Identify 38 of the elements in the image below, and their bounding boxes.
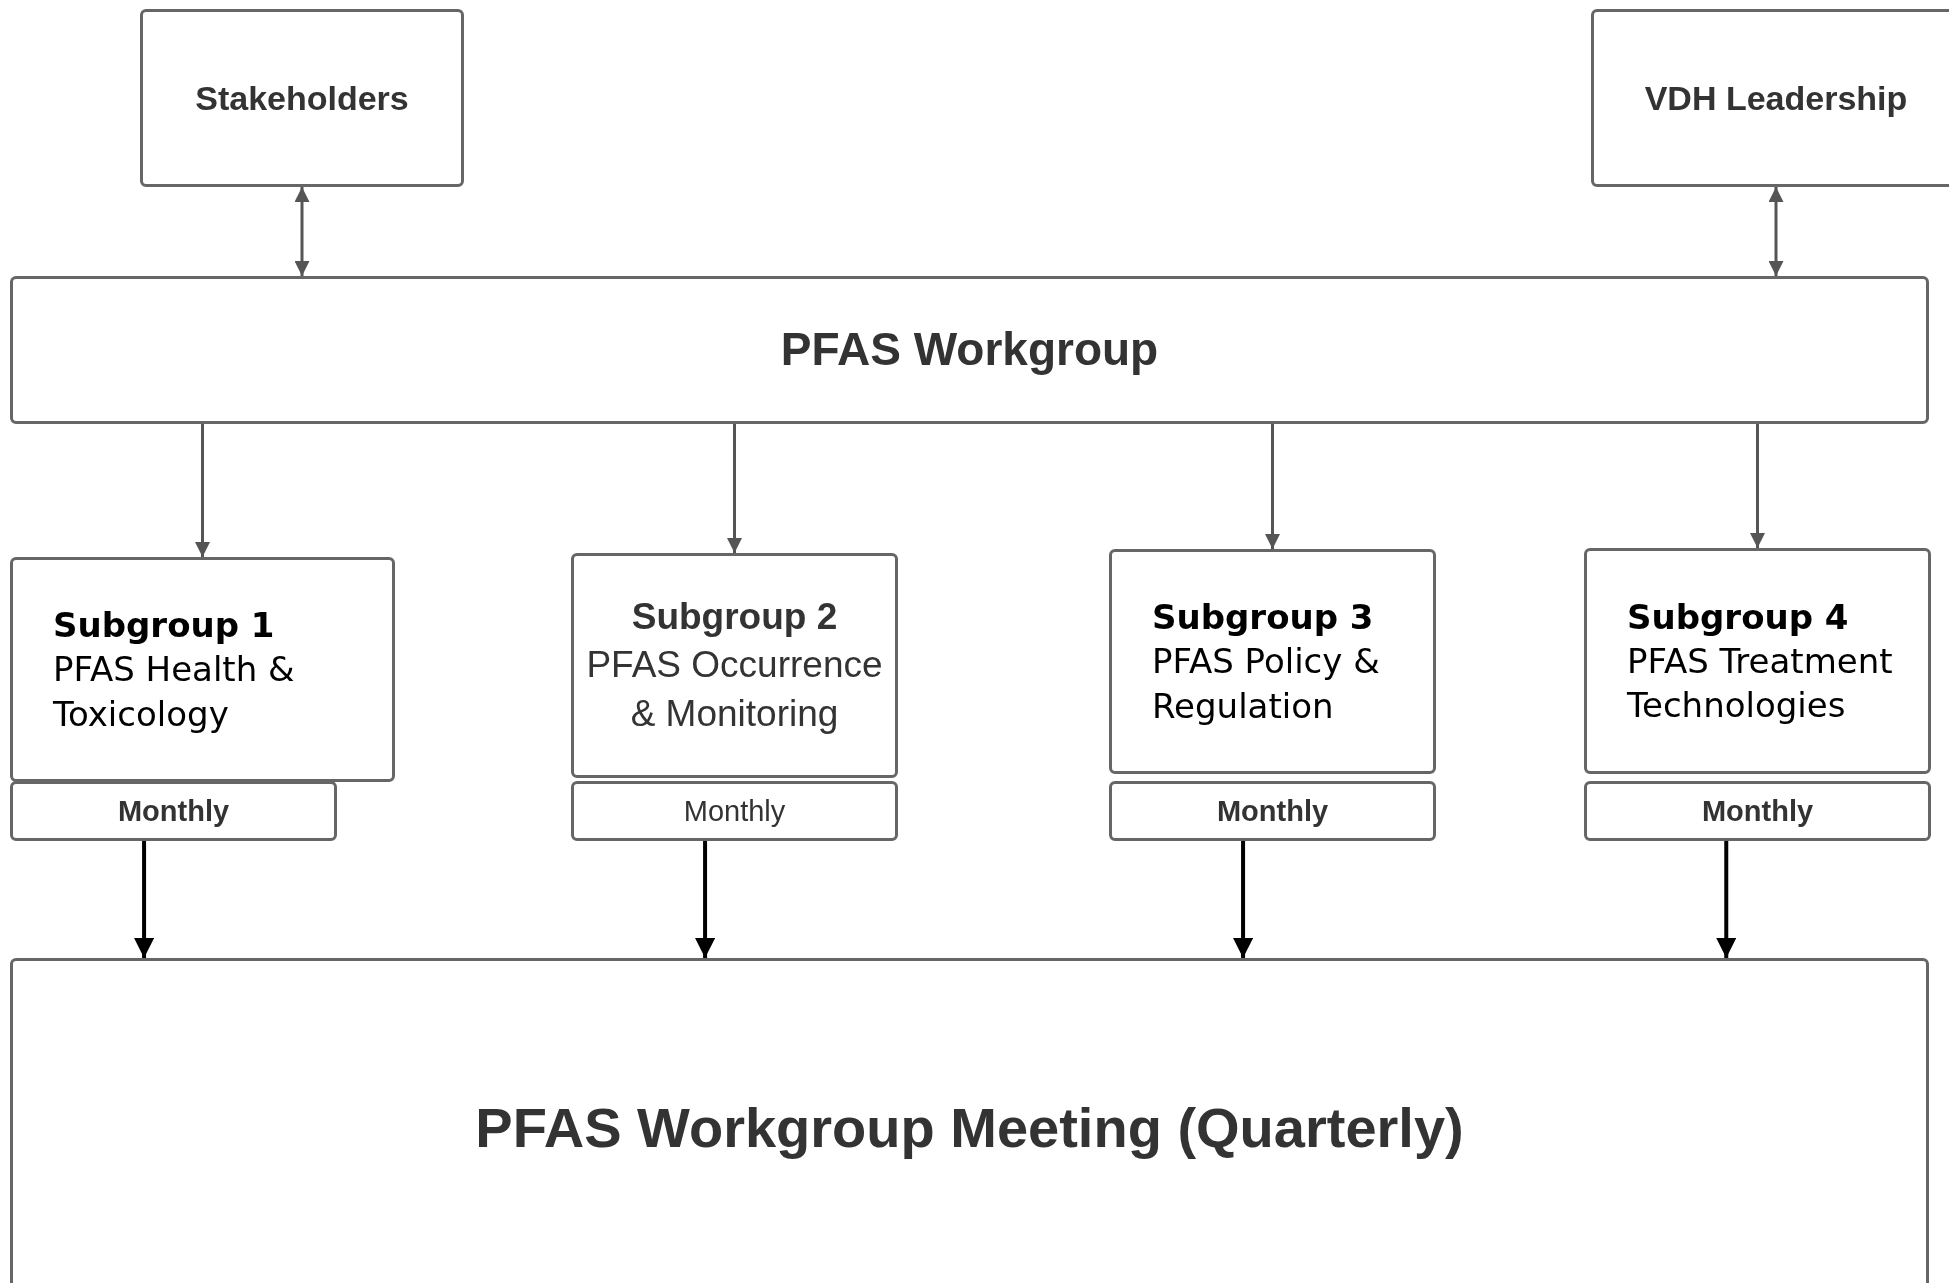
process-box (140, 9, 464, 187)
frequency-box (1109, 781, 1436, 841)
subgroup-topic: PFAS Treatment Technologies (1627, 639, 1894, 728)
arrow (294, 187, 310, 276)
arrow (1768, 187, 1784, 276)
subgroup-title: Subgroup 1 (53, 604, 275, 648)
box-label: Monthly (1701, 793, 1814, 829)
subgroup-topic: PFAS Policy & Regulation (1152, 640, 1381, 728)
subgroup-topic: PFAS Health & Toxicology (53, 648, 296, 736)
frequency-box (571, 781, 898, 841)
process-box (10, 276, 1929, 424)
arrow (195, 424, 210, 557)
arrow (727, 424, 742, 553)
process-box (1591, 9, 1949, 187)
subgroup-box (1109, 549, 1436, 774)
arrow (1265, 424, 1280, 549)
meeting-box (10, 958, 1929, 1283)
box-label: Stakeholders (195, 77, 409, 119)
subgroup-title: Subgroup 3 (1152, 596, 1374, 640)
arrow (1233, 841, 1254, 958)
arrow (695, 841, 716, 958)
box-label: PFAS Workgroup Meeting (Quarterly) (475, 1095, 1464, 1162)
arrow (1716, 841, 1737, 958)
frequency-box (10, 781, 337, 841)
box-label: Monthly (117, 793, 230, 829)
subgroup-title: Subgroup 2 (631, 595, 838, 640)
subgroup-box (571, 553, 898, 778)
arrow (1750, 424, 1765, 548)
subgroup-title: Subgroup 4 (1627, 595, 1849, 639)
box-label: Monthly (1216, 793, 1329, 829)
frequency-box (1584, 781, 1931, 841)
subgroup-box (1584, 548, 1931, 774)
box-label: Monthly (683, 793, 786, 829)
subgroup-box (10, 557, 395, 782)
subgroup-topic: PFAS Occurrence & Monitoring (585, 643, 884, 736)
box-label: VDH Leadership (1644, 77, 1908, 119)
box-label: PFAS Workgroup (780, 322, 1159, 378)
arrow (134, 841, 155, 958)
